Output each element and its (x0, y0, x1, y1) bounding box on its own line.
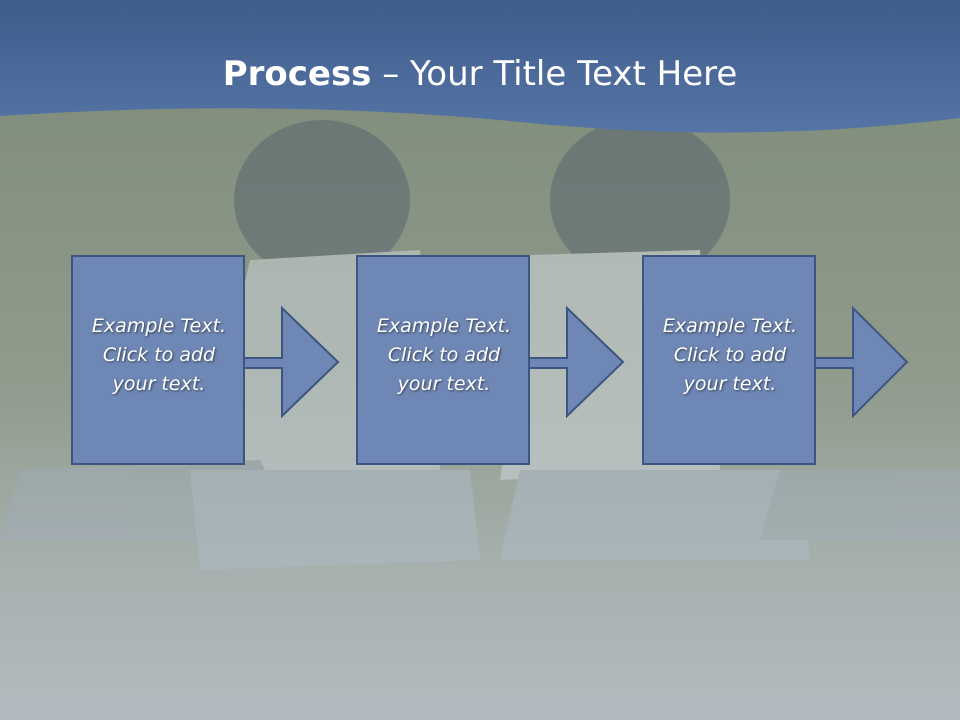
step-text[interactable]: Example Text. Click to add your text. (359, 312, 529, 399)
step-text-line: Click to add (387, 344, 501, 366)
step-arrow-shape (642, 255, 909, 465)
step-text-line: your text. (397, 373, 491, 395)
step-arrow (528, 305, 625, 419)
step-arrow-shape (356, 255, 625, 465)
step-text-line: your text. (112, 373, 206, 395)
step-text[interactable]: Example Text. Click to add your text. (645, 312, 815, 399)
step-text-line: your text. (683, 373, 777, 395)
step-text-line: Click to add (102, 344, 216, 366)
title-banner (0, 0, 960, 133)
process-step-2[interactable]: Example Text. Click to add your text. (356, 255, 625, 466)
step-arrow-shape (71, 255, 340, 465)
title-bold: Process (222, 54, 372, 94)
step-text-line: Example Text. (376, 315, 512, 337)
slide-title[interactable]: Process – Your Title Text Here (0, 52, 960, 96)
process-step-3[interactable]: Example Text. Click to add your text. (642, 255, 909, 466)
step-box (71, 255, 245, 465)
step-text-line: Click to add (673, 344, 787, 366)
title-rest: – Your Title Text Here (371, 54, 738, 94)
process-step-1[interactable]: Example Text. Click to add your text. (71, 255, 340, 466)
step-text-line: Example Text. (662, 315, 798, 337)
step-text[interactable]: Example Text. Click to add your text. (74, 312, 244, 399)
step-arrow (243, 305, 340, 419)
step-text-line: Example Text. (91, 315, 227, 337)
step-arrow (814, 305, 909, 419)
step-box (356, 255, 530, 465)
step-box (642, 255, 816, 465)
